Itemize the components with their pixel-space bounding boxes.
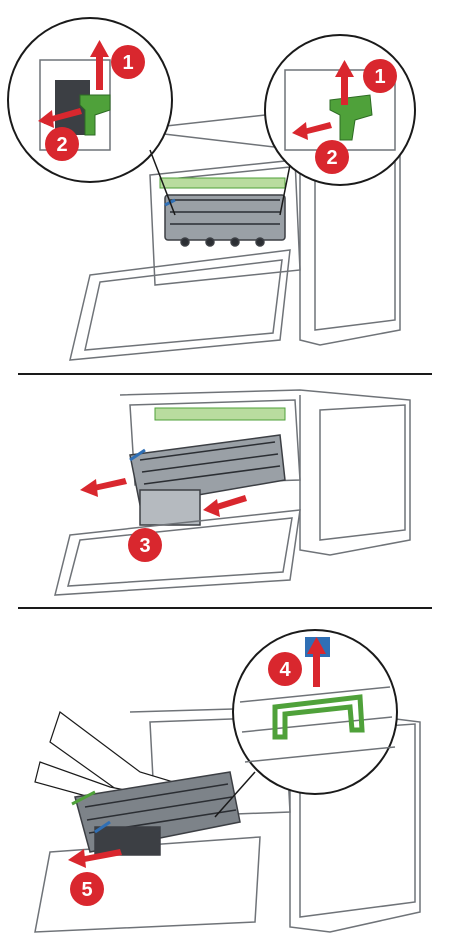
step-badge-1: 1 [363, 59, 397, 93]
svg-text:5: 5 [81, 879, 92, 901]
arrow-left-icon [68, 849, 122, 868]
imaging-kit [74, 771, 241, 856]
panel-step-3: 3 [0, 380, 450, 600]
imaging-kit [164, 194, 286, 247]
imaging-kit [129, 434, 286, 526]
step-badge-2: 2 [315, 140, 349, 174]
step-badge-1: 1 [111, 45, 145, 79]
step-badge-3: 3 [128, 528, 162, 562]
step-badge-2: 2 [45, 127, 79, 161]
svg-text:4: 4 [279, 659, 291, 681]
panel-step-4-5: 4 5 [0, 612, 450, 937]
divider-1 [18, 373, 432, 375]
svg-text:2: 2 [326, 147, 337, 169]
arrow-left-icon [203, 495, 247, 517]
svg-text:3: 3 [139, 535, 150, 557]
svg-text:1: 1 [374, 66, 385, 88]
printer-pull-kit-illustration: 3 [54, 389, 411, 596]
zoom-leader-right [279, 164, 291, 216]
arrow-left-icon [38, 108, 82, 128]
front-door [54, 509, 301, 596]
green-strip [154, 407, 286, 421]
arrow-up-icon [335, 60, 354, 105]
arrow-up-icon [90, 40, 109, 90]
step-badge-4: 4 [268, 652, 302, 686]
blue-latch [94, 820, 111, 834]
zoom-leader-left [149, 149, 176, 216]
front-door [34, 836, 261, 933]
arrow-up-icon [307, 637, 326, 687]
blue-latch [129, 448, 146, 462]
svg-text:1: 1 [122, 52, 133, 74]
divider-2 [18, 607, 432, 609]
panel-step-1-2: 1 2 1 2 [0, 0, 450, 370]
svg-text:2: 2 [56, 134, 67, 156]
printer-remove-kit-illustration: 4 5 [34, 629, 421, 933]
step-badge-5: 5 [70, 872, 104, 906]
front-door [69, 249, 291, 361]
printer-unlock-illustration: 1 2 1 2 [7, 17, 416, 361]
arrow-left-icon [80, 478, 127, 497]
green-handle [71, 790, 96, 806]
green-strip [159, 177, 286, 189]
arrow-left-icon [292, 122, 332, 140]
zoom-circle-left [7, 17, 173, 183]
zoom-leader [214, 771, 256, 818]
